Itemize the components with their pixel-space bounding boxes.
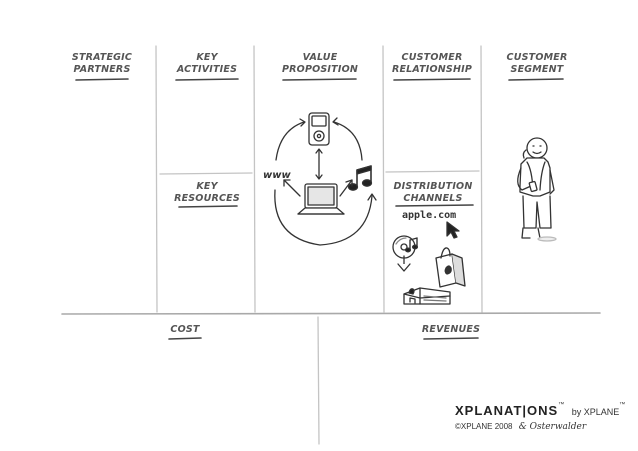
brand-by-tm: ™ <box>619 402 626 408</box>
copyright-text: ©XPLANE 2008 <box>455 422 513 431</box>
distribution-sketch <box>392 221 466 305</box>
grid-line-1 <box>155 45 158 313</box>
shopping-bag-icon <box>435 247 466 288</box>
value-proposition-sketch <box>274 112 377 246</box>
mouse-cursor-icon <box>446 221 460 239</box>
grid-line-bottom-split <box>317 316 320 445</box>
signature-text: & Osterwalder <box>518 422 587 432</box>
label-customer-relationship: CUSTOMER RELATIONSHIP <box>391 52 473 75</box>
brand-tm: ™ <box>558 402 565 408</box>
www-text: www <box>263 170 291 181</box>
grid-line-4 <box>480 45 483 313</box>
grid-line-3 <box>382 45 385 313</box>
label-customer-segment: CUSTOMER SEGMENT <box>506 52 568 75</box>
credits-line-2: ©XPLANE 2008 & Osterwalder <box>455 422 625 432</box>
label-value-proposition: VALUE PROPOSITION <box>281 52 358 75</box>
ipod-icon <box>308 112 330 146</box>
brand-logo: XPLANAT|ONS <box>455 403 559 418</box>
label-underlines <box>75 78 564 340</box>
label-revenues: REVENUES <box>421 324 481 335</box>
credits: XPLANAT|ONS™ by XPLANE™ ©XPLANE 2008 & O… <box>455 402 625 432</box>
credits-line-1: XPLANAT|ONS™ by XPLANE™ <box>455 402 625 420</box>
music-note-icon <box>347 165 373 191</box>
label-cost: COST <box>170 324 200 335</box>
person-icon <box>517 137 557 242</box>
label-strategic-partners: STRATEGIC PARTNERS <box>71 52 133 75</box>
cd-download-icon <box>392 235 419 272</box>
laptop-icon <box>297 183 345 215</box>
grid-line-2 <box>253 45 256 313</box>
website-text: apple.com <box>402 210 457 221</box>
apple-store-icon <box>403 287 451 305</box>
grid-line-main-divider <box>61 312 601 315</box>
label-key-resources: KEY RESOURCES <box>174 181 240 204</box>
flow-arrows <box>274 117 377 246</box>
grid-lines <box>61 45 601 445</box>
label-key-activities: KEY ACTIVITIES <box>176 52 238 75</box>
label-distribution-channels: DISTRIBUTION CHANNELS <box>393 181 473 204</box>
grid-line-key-split <box>159 172 253 175</box>
grid-line-channel-split <box>385 170 480 173</box>
brand-by: by XPLANE <box>571 407 620 417</box>
